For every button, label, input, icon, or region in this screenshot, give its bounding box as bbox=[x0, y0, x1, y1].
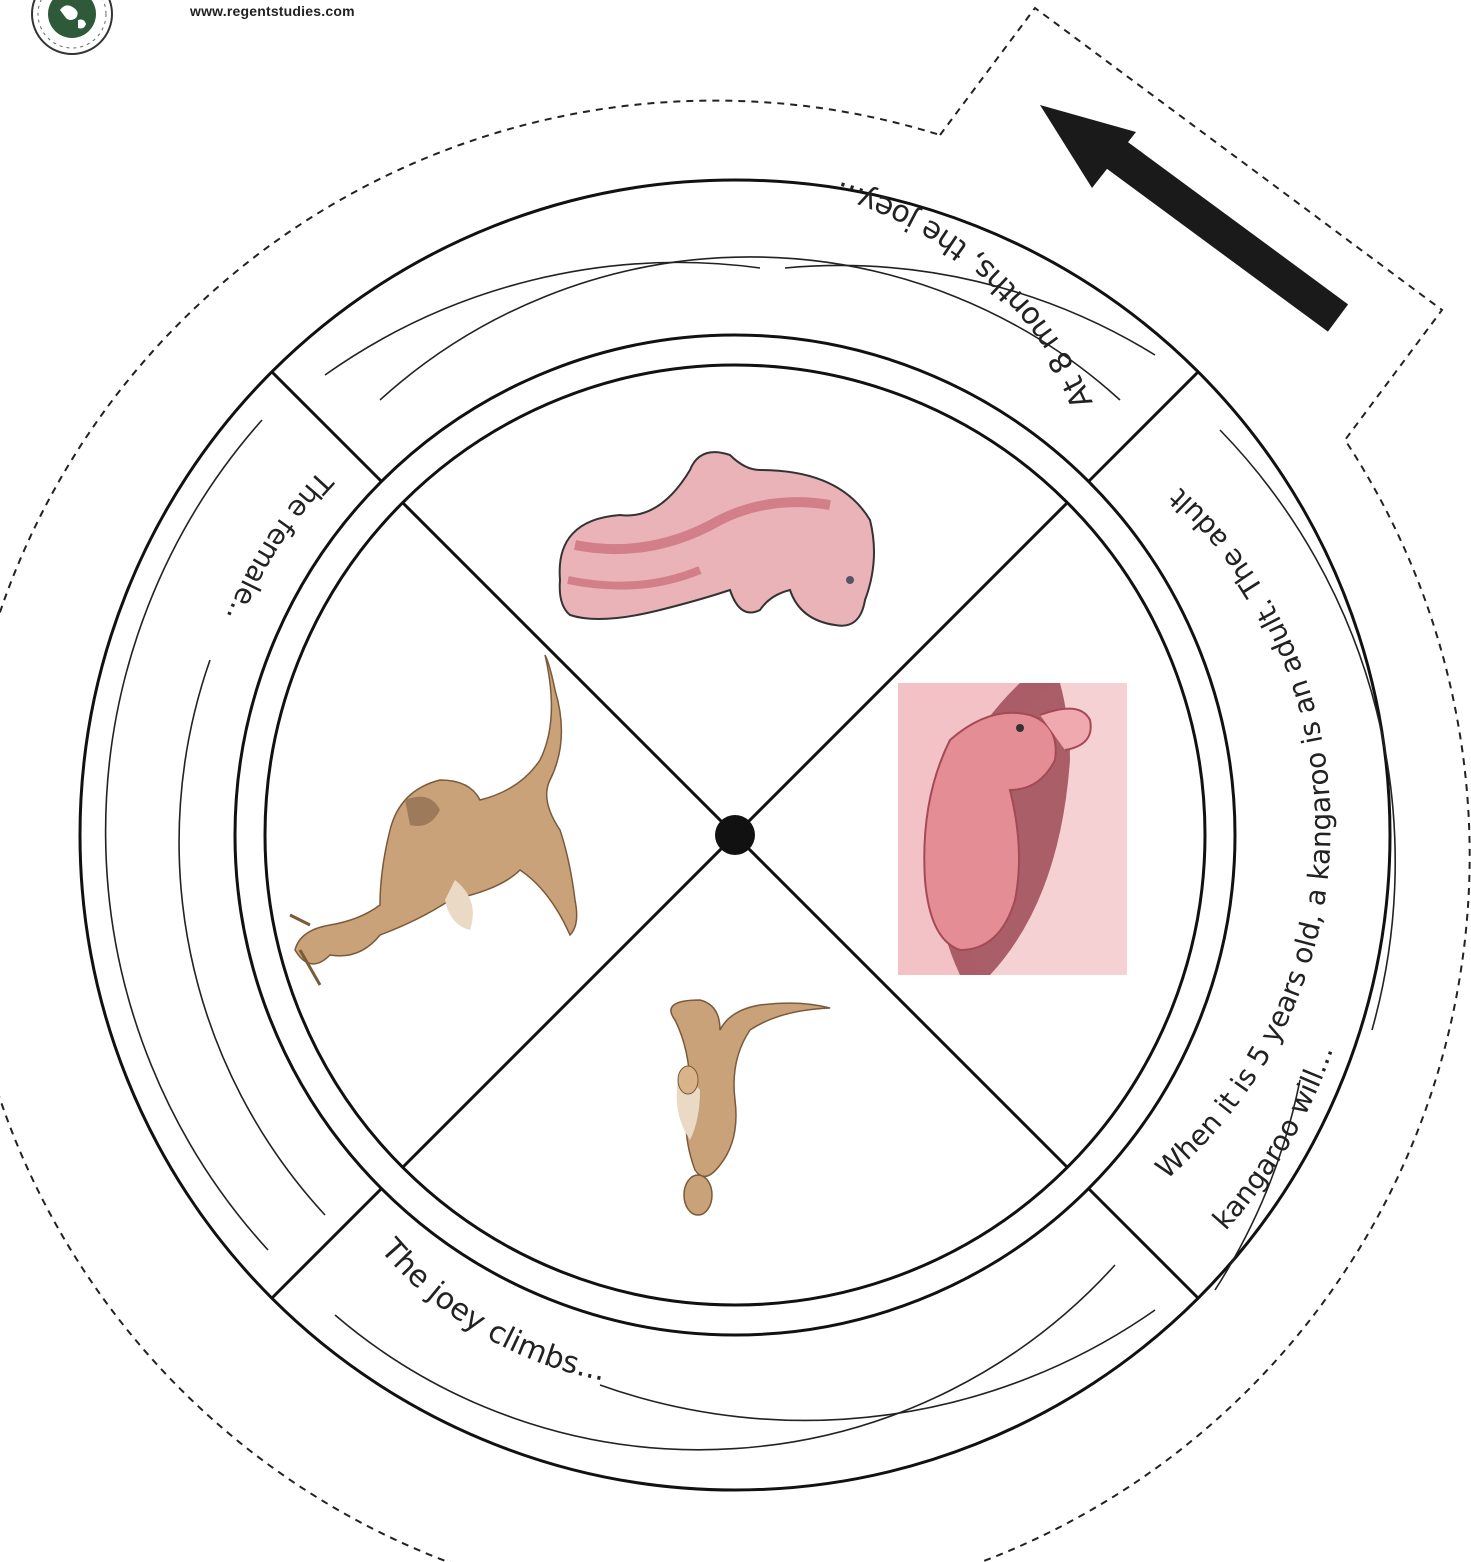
caption-left: The female... bbox=[0, 0, 340, 627]
caption-bottom: The joey climbs... bbox=[373, 1231, 608, 1388]
center-pin bbox=[715, 815, 755, 855]
newborn-joey-icon bbox=[560, 452, 874, 626]
caption-top: At 8 months, the joey... bbox=[831, 174, 1100, 414]
mother-with-joey-icon bbox=[671, 1000, 830, 1215]
arrow-icon bbox=[1040, 105, 1338, 318]
adult-kangaroo-icon bbox=[290, 655, 577, 985]
joey-in-pouch-icon bbox=[898, 683, 1127, 975]
